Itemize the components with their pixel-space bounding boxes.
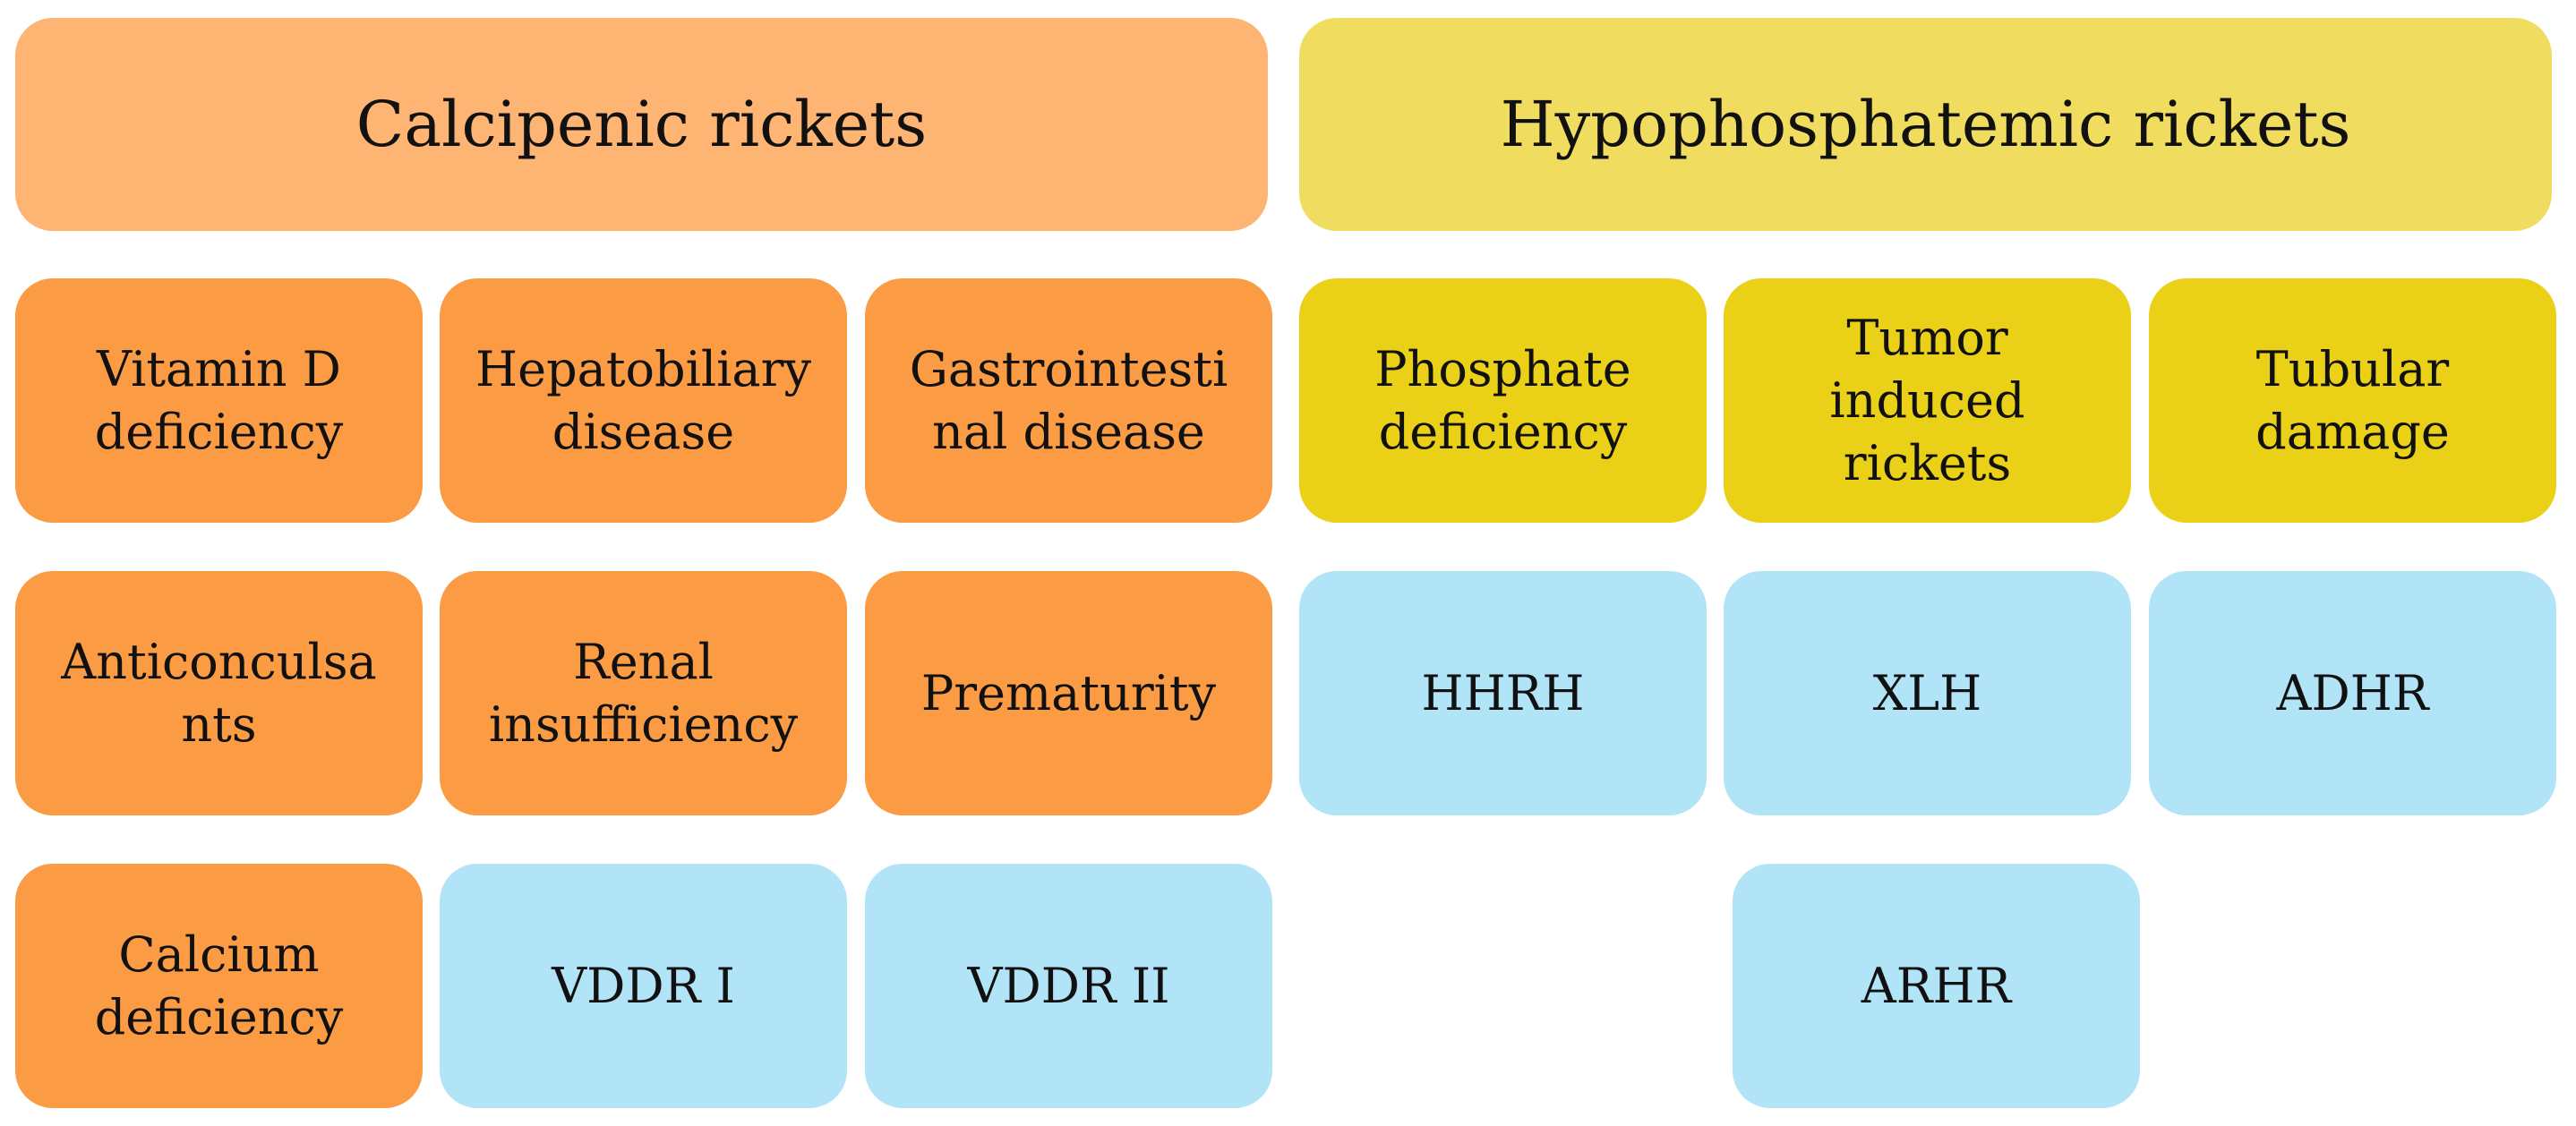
vddr-i-label: VDDR I (552, 957, 735, 1014)
arhr-label: ARHR (1861, 957, 2012, 1014)
adhr-label: ADHR (2276, 664, 2429, 721)
prematurity-box: Prematurity (865, 571, 1272, 815)
hepatobiliary-disease-label: Hepatobiliary disease (475, 340, 811, 460)
gastrointestinal-disease-label: Gastrointesti nal disease (909, 340, 1228, 460)
vddr-ii-label: VDDR II (967, 957, 1170, 1014)
anticonvulsants-label: Anticonculsa nts (61, 633, 377, 753)
hypophosphatemic-rickets-header: Hypophosphatemic rickets (1299, 18, 2552, 231)
tumor-induced-rickets-label: Tumor induced rickets (1829, 309, 2025, 491)
phosphate-deficiency-label: Phosphate deficiency (1374, 340, 1631, 460)
anticonvulsants-box: Anticonculsa nts (15, 571, 423, 815)
renal-insufficiency-box: Renal insufficiency (440, 571, 847, 815)
xlh-label: XLH (1872, 664, 1982, 721)
vitamin-d-deficiency-box: Vitamin D deficiency (15, 278, 423, 523)
tubular-damage-label: Tubular damage (2255, 340, 2450, 460)
vitamin-d-deficiency-label: Vitamin D deficiency (94, 340, 344, 460)
prematurity-label: Prematurity (920, 664, 1217, 721)
hepatobiliary-disease-box: Hepatobiliary disease (440, 278, 847, 523)
hhrh-label: HHRH (1421, 664, 1585, 721)
calcium-deficiency-label: Calcium deficiency (94, 926, 344, 1045)
calcium-deficiency-box: Calcium deficiency (15, 864, 423, 1108)
tumor-induced-rickets-box: Tumor induced rickets (1724, 278, 2131, 523)
hhrh-box: HHRH (1299, 571, 1707, 815)
gastrointestinal-disease-box: Gastrointesti nal disease (865, 278, 1272, 523)
calcipenic-rickets-label: Calcipenic rickets (355, 88, 928, 161)
hypophosphatemic-rickets-label: Hypophosphatemic rickets (1500, 88, 2351, 161)
vddr-i-box: VDDR I (440, 864, 847, 1108)
tubular-damage-box: Tubular damage (2149, 278, 2556, 523)
adhr-box: ADHR (2149, 571, 2556, 815)
renal-insufficiency-label: Renal insufficiency (488, 633, 799, 753)
arhr-box: ARHR (1733, 864, 2140, 1108)
phosphate-deficiency-box: Phosphate deficiency (1299, 278, 1707, 523)
xlh-box: XLH (1724, 571, 2131, 815)
calcipenic-rickets-header: Calcipenic rickets (15, 18, 1268, 231)
vddr-ii-box: VDDR II (865, 864, 1272, 1108)
